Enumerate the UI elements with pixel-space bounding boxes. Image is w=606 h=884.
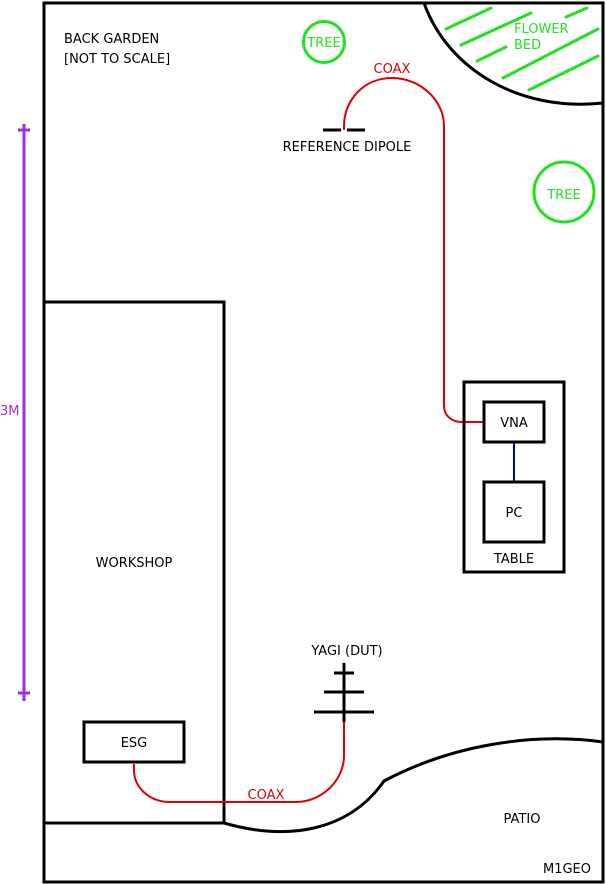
pc-label: PC xyxy=(506,506,523,521)
scale-label: 3M xyxy=(0,404,20,419)
yagi-antenna-icon xyxy=(314,663,374,722)
yagi-label: YAGI (DUT) xyxy=(310,644,382,659)
coax-label-bottom: COAX xyxy=(248,788,285,803)
esg-box xyxy=(82,720,186,764)
workshop-label: WORKSHOP xyxy=(96,556,173,571)
coax-cable-top xyxy=(343,76,484,423)
credit-label: M1GEO xyxy=(543,862,591,877)
flower-bed-outline xyxy=(422,2,604,106)
coax-cable-bottom xyxy=(133,712,345,803)
coax-label-top: COAX xyxy=(374,62,411,77)
diagram-subtitle: [NOT TO SCALE] xyxy=(64,52,170,67)
vna-label: VNA xyxy=(500,416,528,431)
tree-top-circle xyxy=(302,20,346,64)
tree-top-label: TREE xyxy=(306,36,340,51)
flower-bed-hatching xyxy=(444,6,600,92)
tree-right-label: TREE xyxy=(546,188,580,203)
esg-label: ESG xyxy=(121,736,148,751)
workshop-outline xyxy=(44,300,226,825)
tree-right-circle xyxy=(532,160,596,224)
flower-bed-label-line2: BED xyxy=(514,38,541,53)
table-outline xyxy=(462,380,566,574)
reference-dipole-label: REFERENCE DIPOLE xyxy=(283,140,412,155)
pc-box xyxy=(482,480,546,544)
patio-outline xyxy=(223,737,604,834)
garden-boundary xyxy=(42,1,605,884)
scale-bar xyxy=(18,124,30,701)
flower-bed-label-line1: FLOWER xyxy=(514,22,569,37)
table-label: TABLE xyxy=(493,552,534,567)
diagram-title: BACK GARDEN xyxy=(64,32,159,47)
patio-label: PATIO xyxy=(504,812,541,827)
